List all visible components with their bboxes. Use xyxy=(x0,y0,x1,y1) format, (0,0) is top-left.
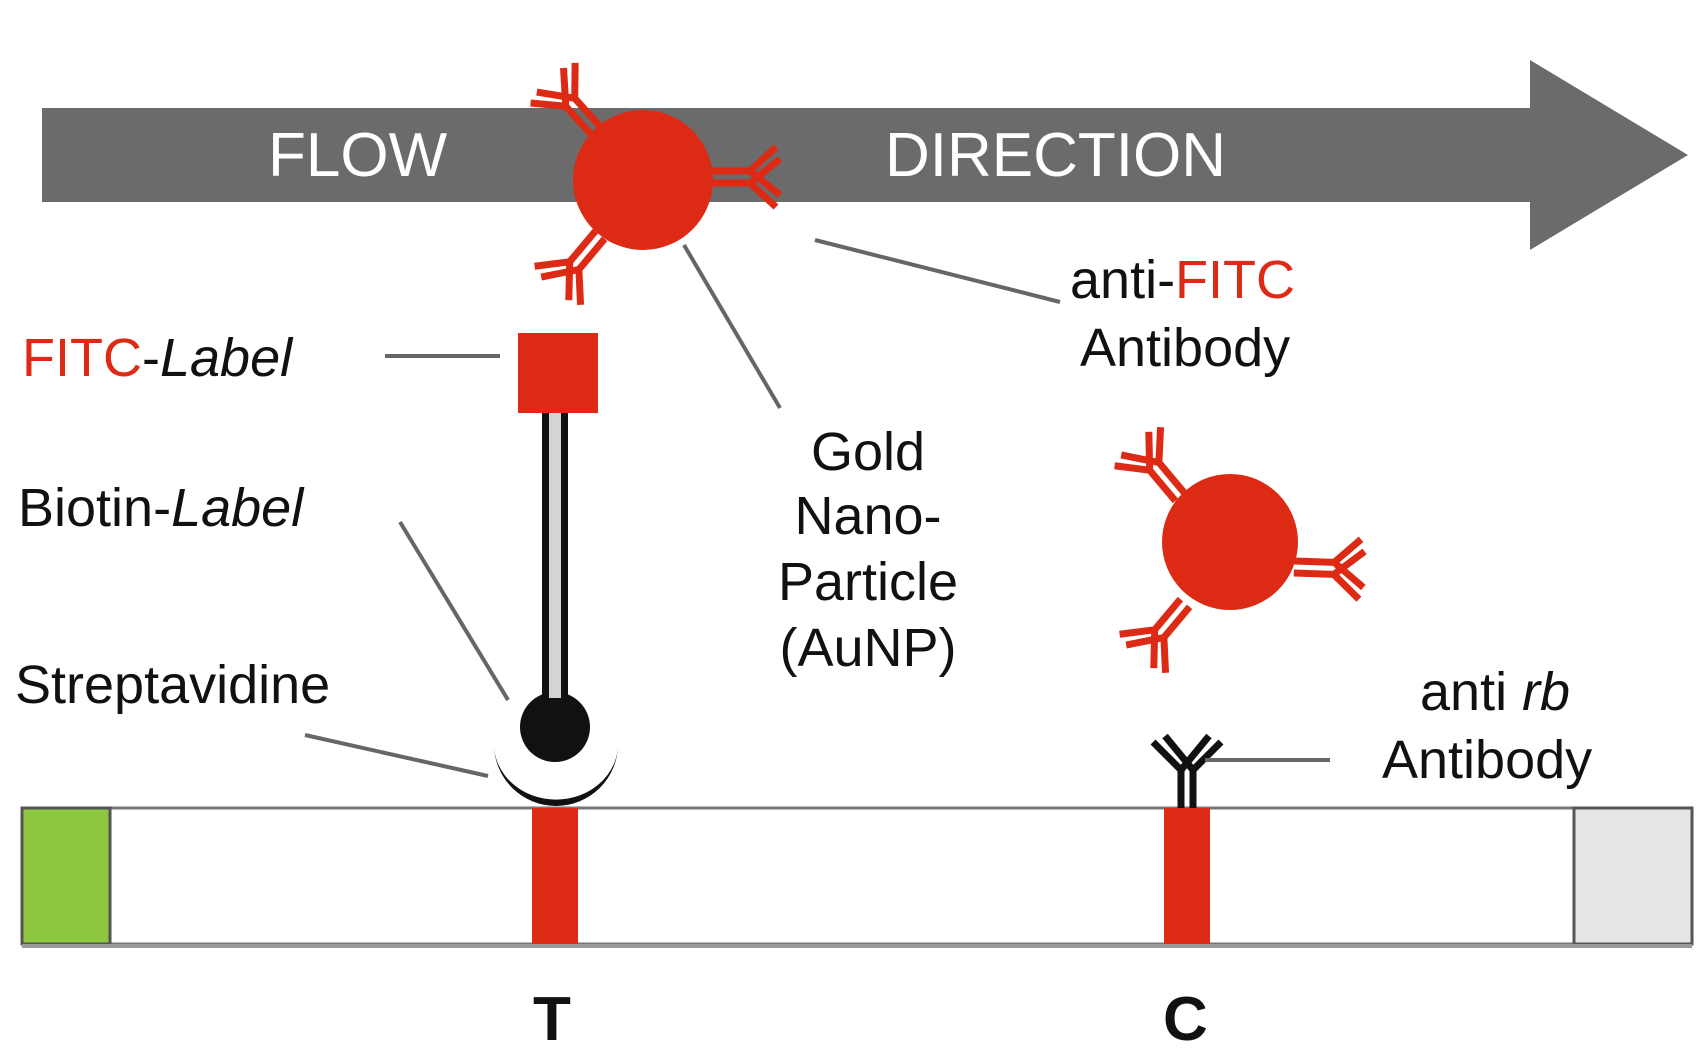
control-line xyxy=(1164,808,1210,944)
fitc-label-part-dash: - xyxy=(142,328,160,388)
anti-rb-part-anti: anti xyxy=(1420,662,1522,722)
gold-nanoparticle-control xyxy=(1162,474,1298,610)
anti-fitc-antibody-line1: anti-FITC xyxy=(1070,250,1295,310)
anti-fitc-part-fitc: FITC xyxy=(1175,250,1295,310)
gold-nanoparticle-line2: Nano- xyxy=(794,486,941,546)
absorbent-pad xyxy=(1572,806,1694,946)
anti-fitc-antibody-text: anti-FITC Antibody xyxy=(1070,250,1295,378)
anti-rb-antibody-text: anti rb Antibody xyxy=(1382,662,1592,790)
gold-nanoparticle-text: Gold Nano- Particle (AuNP) xyxy=(778,422,958,678)
anti-rb-part-rb: rb xyxy=(1522,662,1570,722)
gold-nanoparticle-top xyxy=(573,110,713,250)
leader-biotin-label xyxy=(398,520,510,702)
anti-fitc-part-anti: anti- xyxy=(1070,250,1175,310)
leader-gold-nanoparticle xyxy=(682,243,782,410)
biotin-label-text: Biotin-Label xyxy=(18,478,305,538)
gold-nanoparticle-line3: Particle xyxy=(778,552,958,612)
fitc-label-square xyxy=(518,333,598,413)
fitc-label-text: FITC-Label xyxy=(22,328,294,388)
test-line-complex xyxy=(494,60,780,806)
fitc-label-part-fitc: FITC xyxy=(22,328,142,388)
anti-rb-antibody-shape xyxy=(1153,736,1221,808)
biotin-label-part-label: Label xyxy=(171,478,305,538)
flow-arrow-shape xyxy=(42,60,1688,250)
streptavidine-text: Streptavidine xyxy=(15,655,330,715)
strip-body xyxy=(20,806,1694,946)
anti-rb-antibody-line2: Antibody xyxy=(1382,730,1592,790)
flow-arrow-word-flow: FLOW xyxy=(268,121,448,190)
test-strip: T C xyxy=(20,806,1694,1054)
fitc-label-part-label: Label xyxy=(160,328,294,388)
leader-streptavidine xyxy=(304,733,489,778)
leader-anti-fitc-antibody xyxy=(814,238,1061,304)
linker-inner xyxy=(549,412,561,698)
control-line-label: C xyxy=(1163,985,1208,1054)
leader-lines xyxy=(304,238,1330,778)
control-line-complex xyxy=(1112,424,1365,808)
test-line-label: T xyxy=(533,985,571,1054)
anti-rb-antibody-line1: anti rb xyxy=(1420,662,1570,722)
biotin-label-part-biotin: Biotin- xyxy=(18,478,171,538)
gold-nanoparticle-line1: Gold xyxy=(811,422,925,482)
antibody-control-right xyxy=(1293,537,1365,599)
flow-arrow-word-direction: DIRECTION xyxy=(885,121,1226,190)
anti-fitc-antibody-line2: Antibody xyxy=(1080,318,1290,378)
flow-direction-arrow: FLOW DIRECTION xyxy=(42,60,1688,250)
biotin-label-shape xyxy=(520,692,590,762)
gold-nanoparticle-line4: (AuNP) xyxy=(779,618,956,678)
sample-pad xyxy=(20,806,112,946)
test-line xyxy=(532,808,578,944)
